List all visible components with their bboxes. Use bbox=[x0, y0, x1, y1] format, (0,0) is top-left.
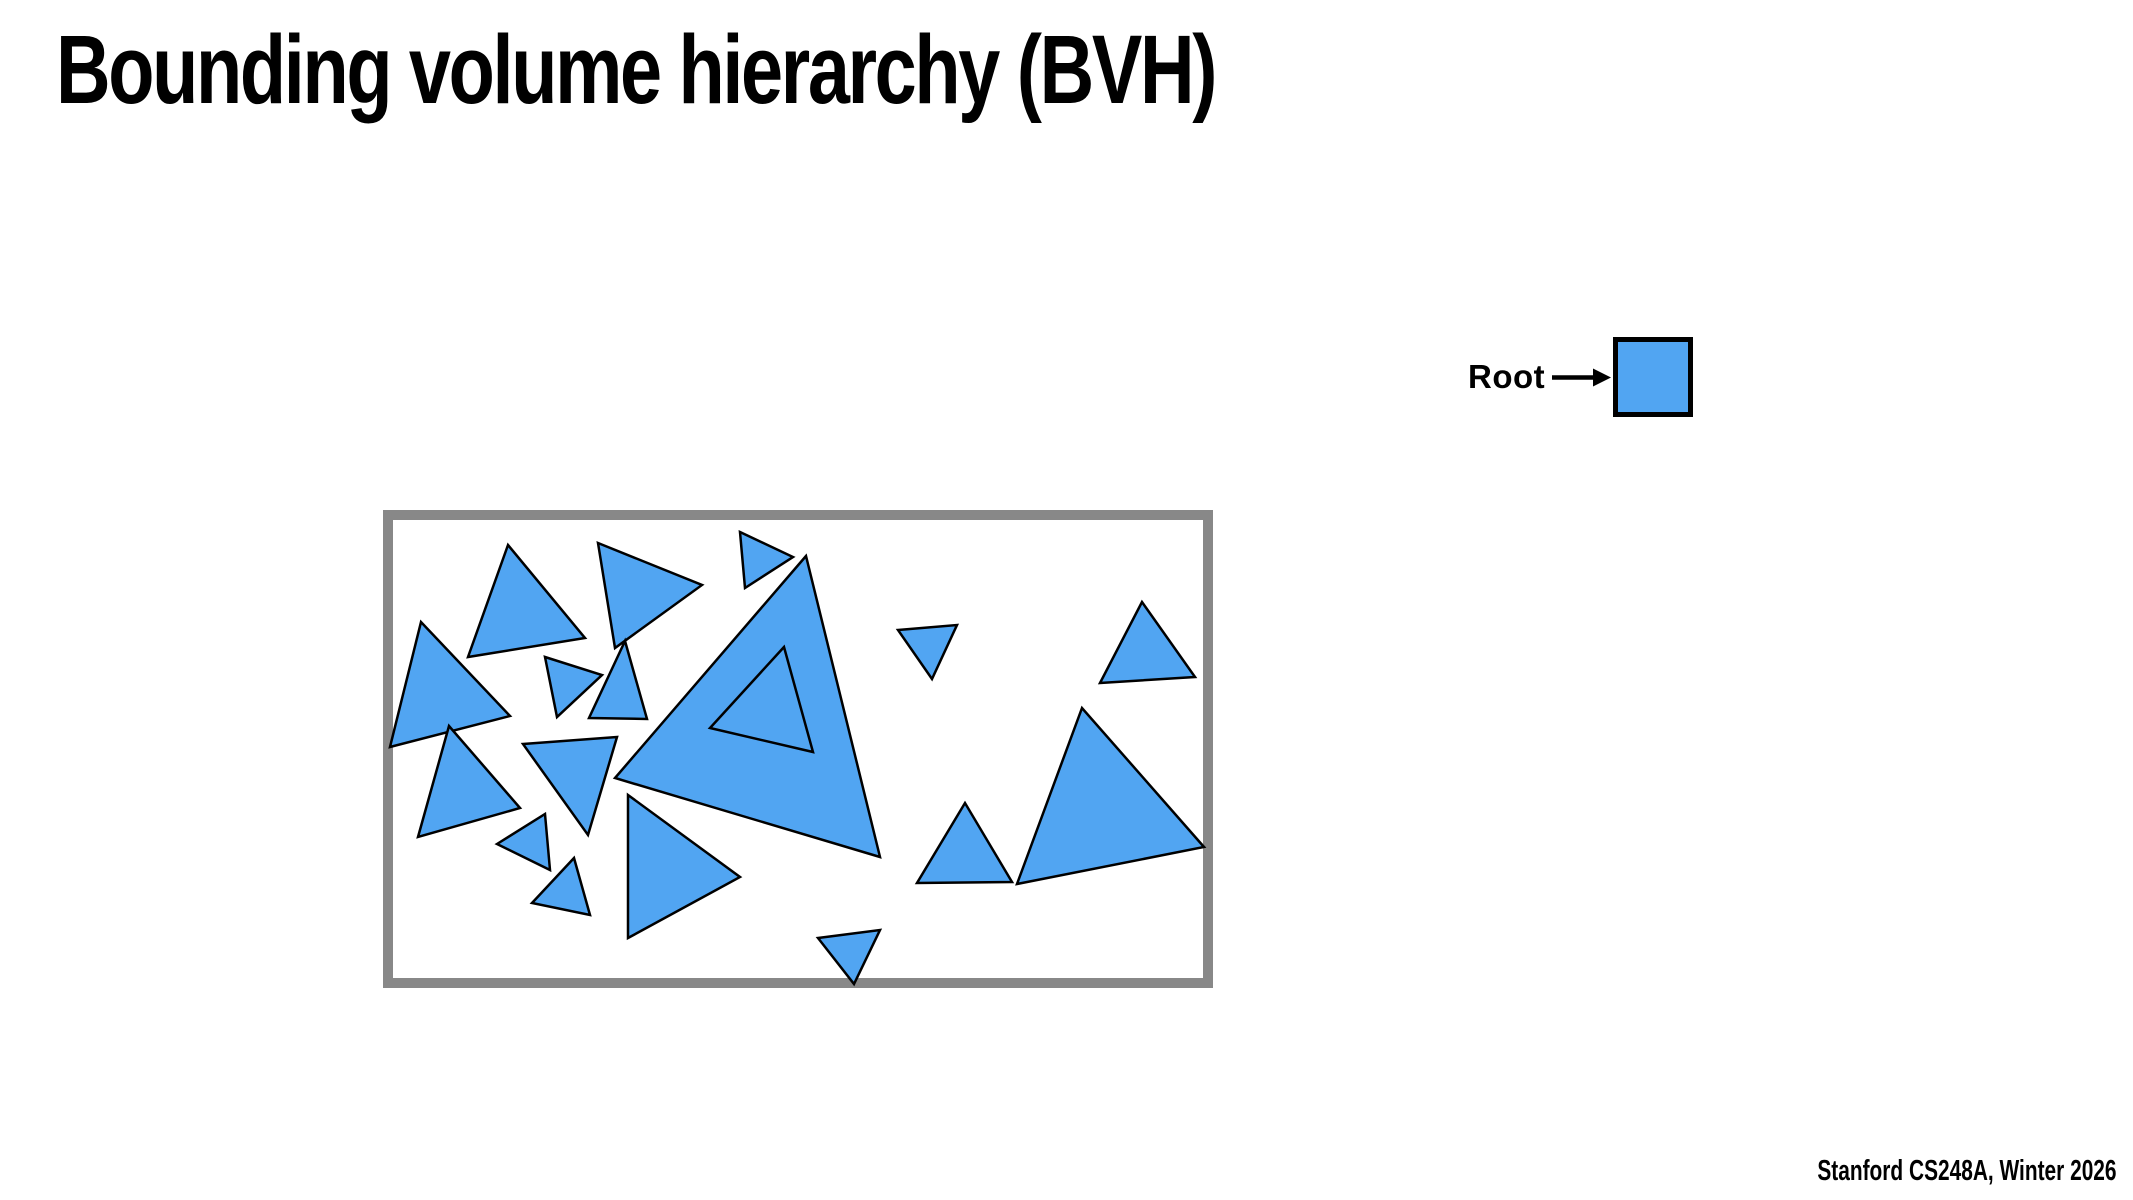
root-label: Root bbox=[1468, 358, 1546, 395]
arrow-right-icon bbox=[1552, 368, 1611, 387]
triangle-shape bbox=[520, 735, 619, 838]
triangle-shape bbox=[626, 792, 743, 941]
triangle-shape bbox=[1097, 599, 1198, 685]
triangle-shape bbox=[529, 855, 592, 917]
footer-credit: Stanford CS248A, Winter 2026 bbox=[1817, 1155, 2117, 1187]
triangle-shape bbox=[707, 644, 815, 754]
triangle-shape bbox=[543, 655, 605, 720]
triangle-shape bbox=[416, 723, 523, 839]
triangle-shape bbox=[815, 928, 883, 987]
root-node-square bbox=[1613, 337, 1693, 417]
triangle-shape bbox=[587, 637, 649, 721]
triangle-shape bbox=[466, 542, 588, 659]
triangle-shape bbox=[596, 541, 705, 651]
triangle-shape bbox=[738, 529, 796, 591]
triangle-shape bbox=[895, 623, 960, 682]
triangle-shape bbox=[914, 800, 1015, 885]
triangle-shape bbox=[494, 811, 552, 873]
page-title: Bounding volume hierarchy (BVH) bbox=[56, 15, 1217, 124]
triangle-shape bbox=[1015, 705, 1207, 886]
